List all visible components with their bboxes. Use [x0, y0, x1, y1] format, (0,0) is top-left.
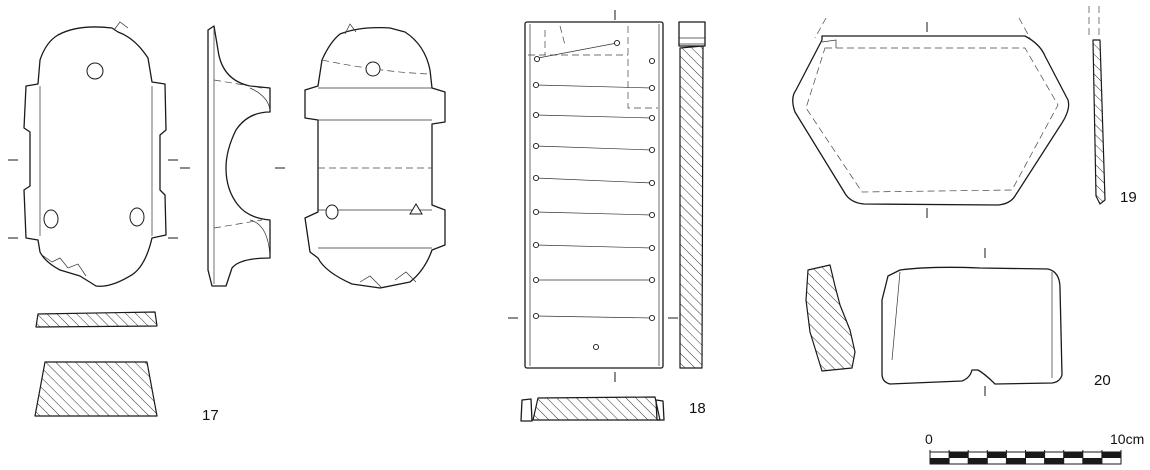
artifact-17 [8, 21, 446, 417]
artifact-19-plan-view [792, 35, 1070, 206]
figure-number-17: 17 [202, 407, 219, 424]
artifact-18 [508, 10, 706, 422]
scale-bar [929, 450, 1122, 465]
artifact-20-plan-view [881, 266, 1063, 385]
scale-bar-segment [930, 458, 950, 464]
figure-number-20: 20 [1094, 372, 1111, 389]
artifact-17-front-view [23, 21, 167, 287]
artifact-19-section [1092, 39, 1106, 205]
scale-bar-segment [987, 452, 1007, 458]
scale-bar-segment [1082, 458, 1102, 464]
artifact-20 [805, 248, 1063, 396]
artifact-17-profile-view [207, 25, 271, 287]
artifact-18-plan-view [524, 21, 664, 369]
scale-bar-end-label: 10cm [1110, 431, 1145, 447]
scale-bar-segment [1044, 458, 1064, 464]
scale-bar-start-label: 0 [925, 431, 933, 447]
scale-bar-segment [1063, 452, 1083, 458]
figure-number-19: 19 [1120, 189, 1137, 206]
artifact-17-cross-section-top [35, 311, 158, 328]
scale-bar-segment [968, 458, 988, 464]
artifact-17-cross-section-bottom [34, 361, 158, 417]
artifact-18-side-section [678, 21, 706, 369]
scale-bar-segment [1006, 458, 1026, 464]
artifact-20-section [805, 264, 856, 372]
artifact-18-nail-rows [535, 42, 653, 319]
scale-bar-segment [949, 452, 969, 458]
artifact-19 [792, 6, 1106, 218]
artifact-18-end-section [520, 396, 665, 422]
figure-number-18: 18 [689, 400, 706, 417]
artifact-17-back-view [304, 23, 446, 289]
scale-bar-segment [1025, 452, 1045, 458]
scale-bar-segment [1101, 452, 1121, 458]
